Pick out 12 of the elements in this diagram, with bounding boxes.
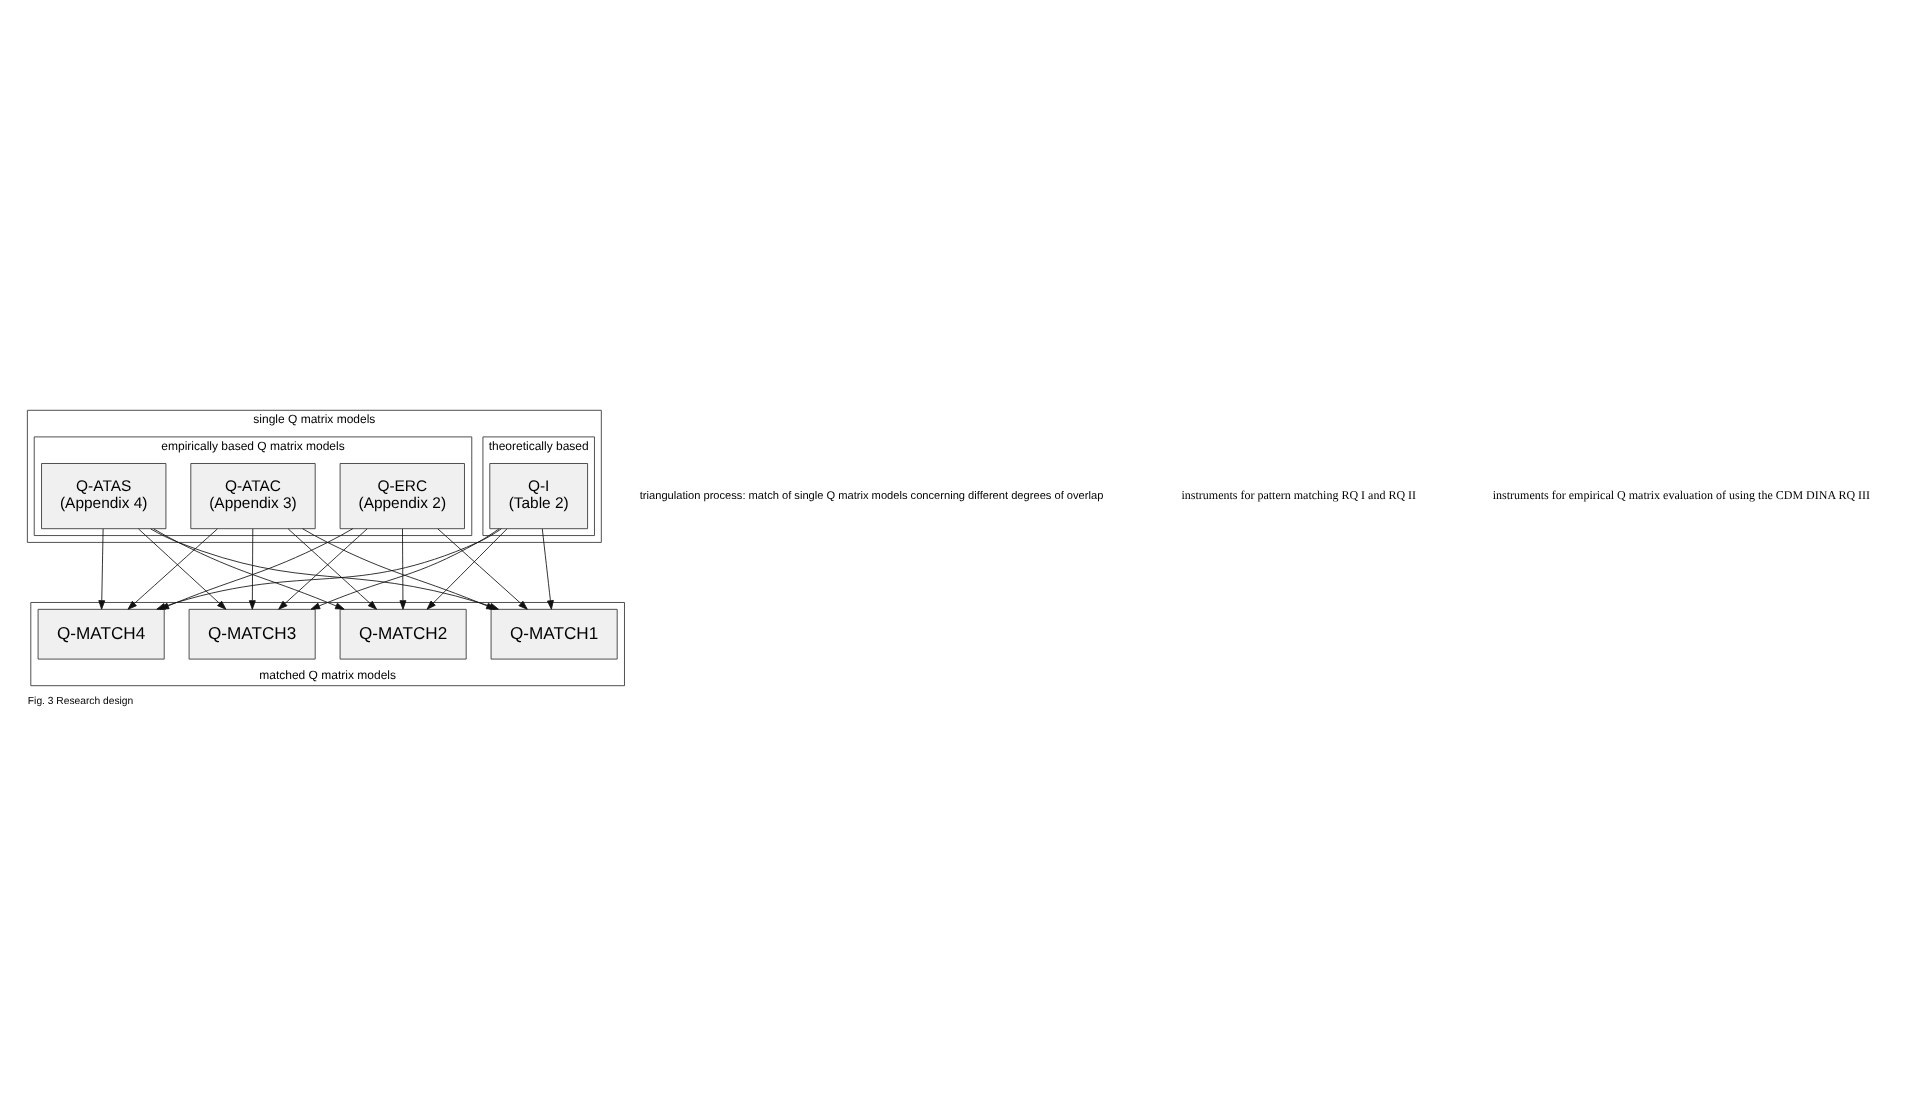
node-box: Q-I (Table 2): [489, 463, 588, 530]
node-box: Q-MATCH2: [339, 608, 467, 660]
arrow: [399, 528, 407, 610]
arrow: [98, 528, 106, 610]
node-box: Q-MATCH1: [490, 608, 618, 660]
node-box: Q-ATAS (Appendix 4): [41, 463, 167, 530]
node-box: Q-MATCH4: [37, 608, 165, 660]
arrow: [248, 528, 256, 610]
node-box: Q-ERC (Appendix 2): [339, 463, 465, 530]
node-box: Q-ATAC (Appendix 3): [190, 463, 316, 530]
node-box: Q-MATCH3: [188, 608, 316, 660]
arrow: [541, 528, 554, 610]
